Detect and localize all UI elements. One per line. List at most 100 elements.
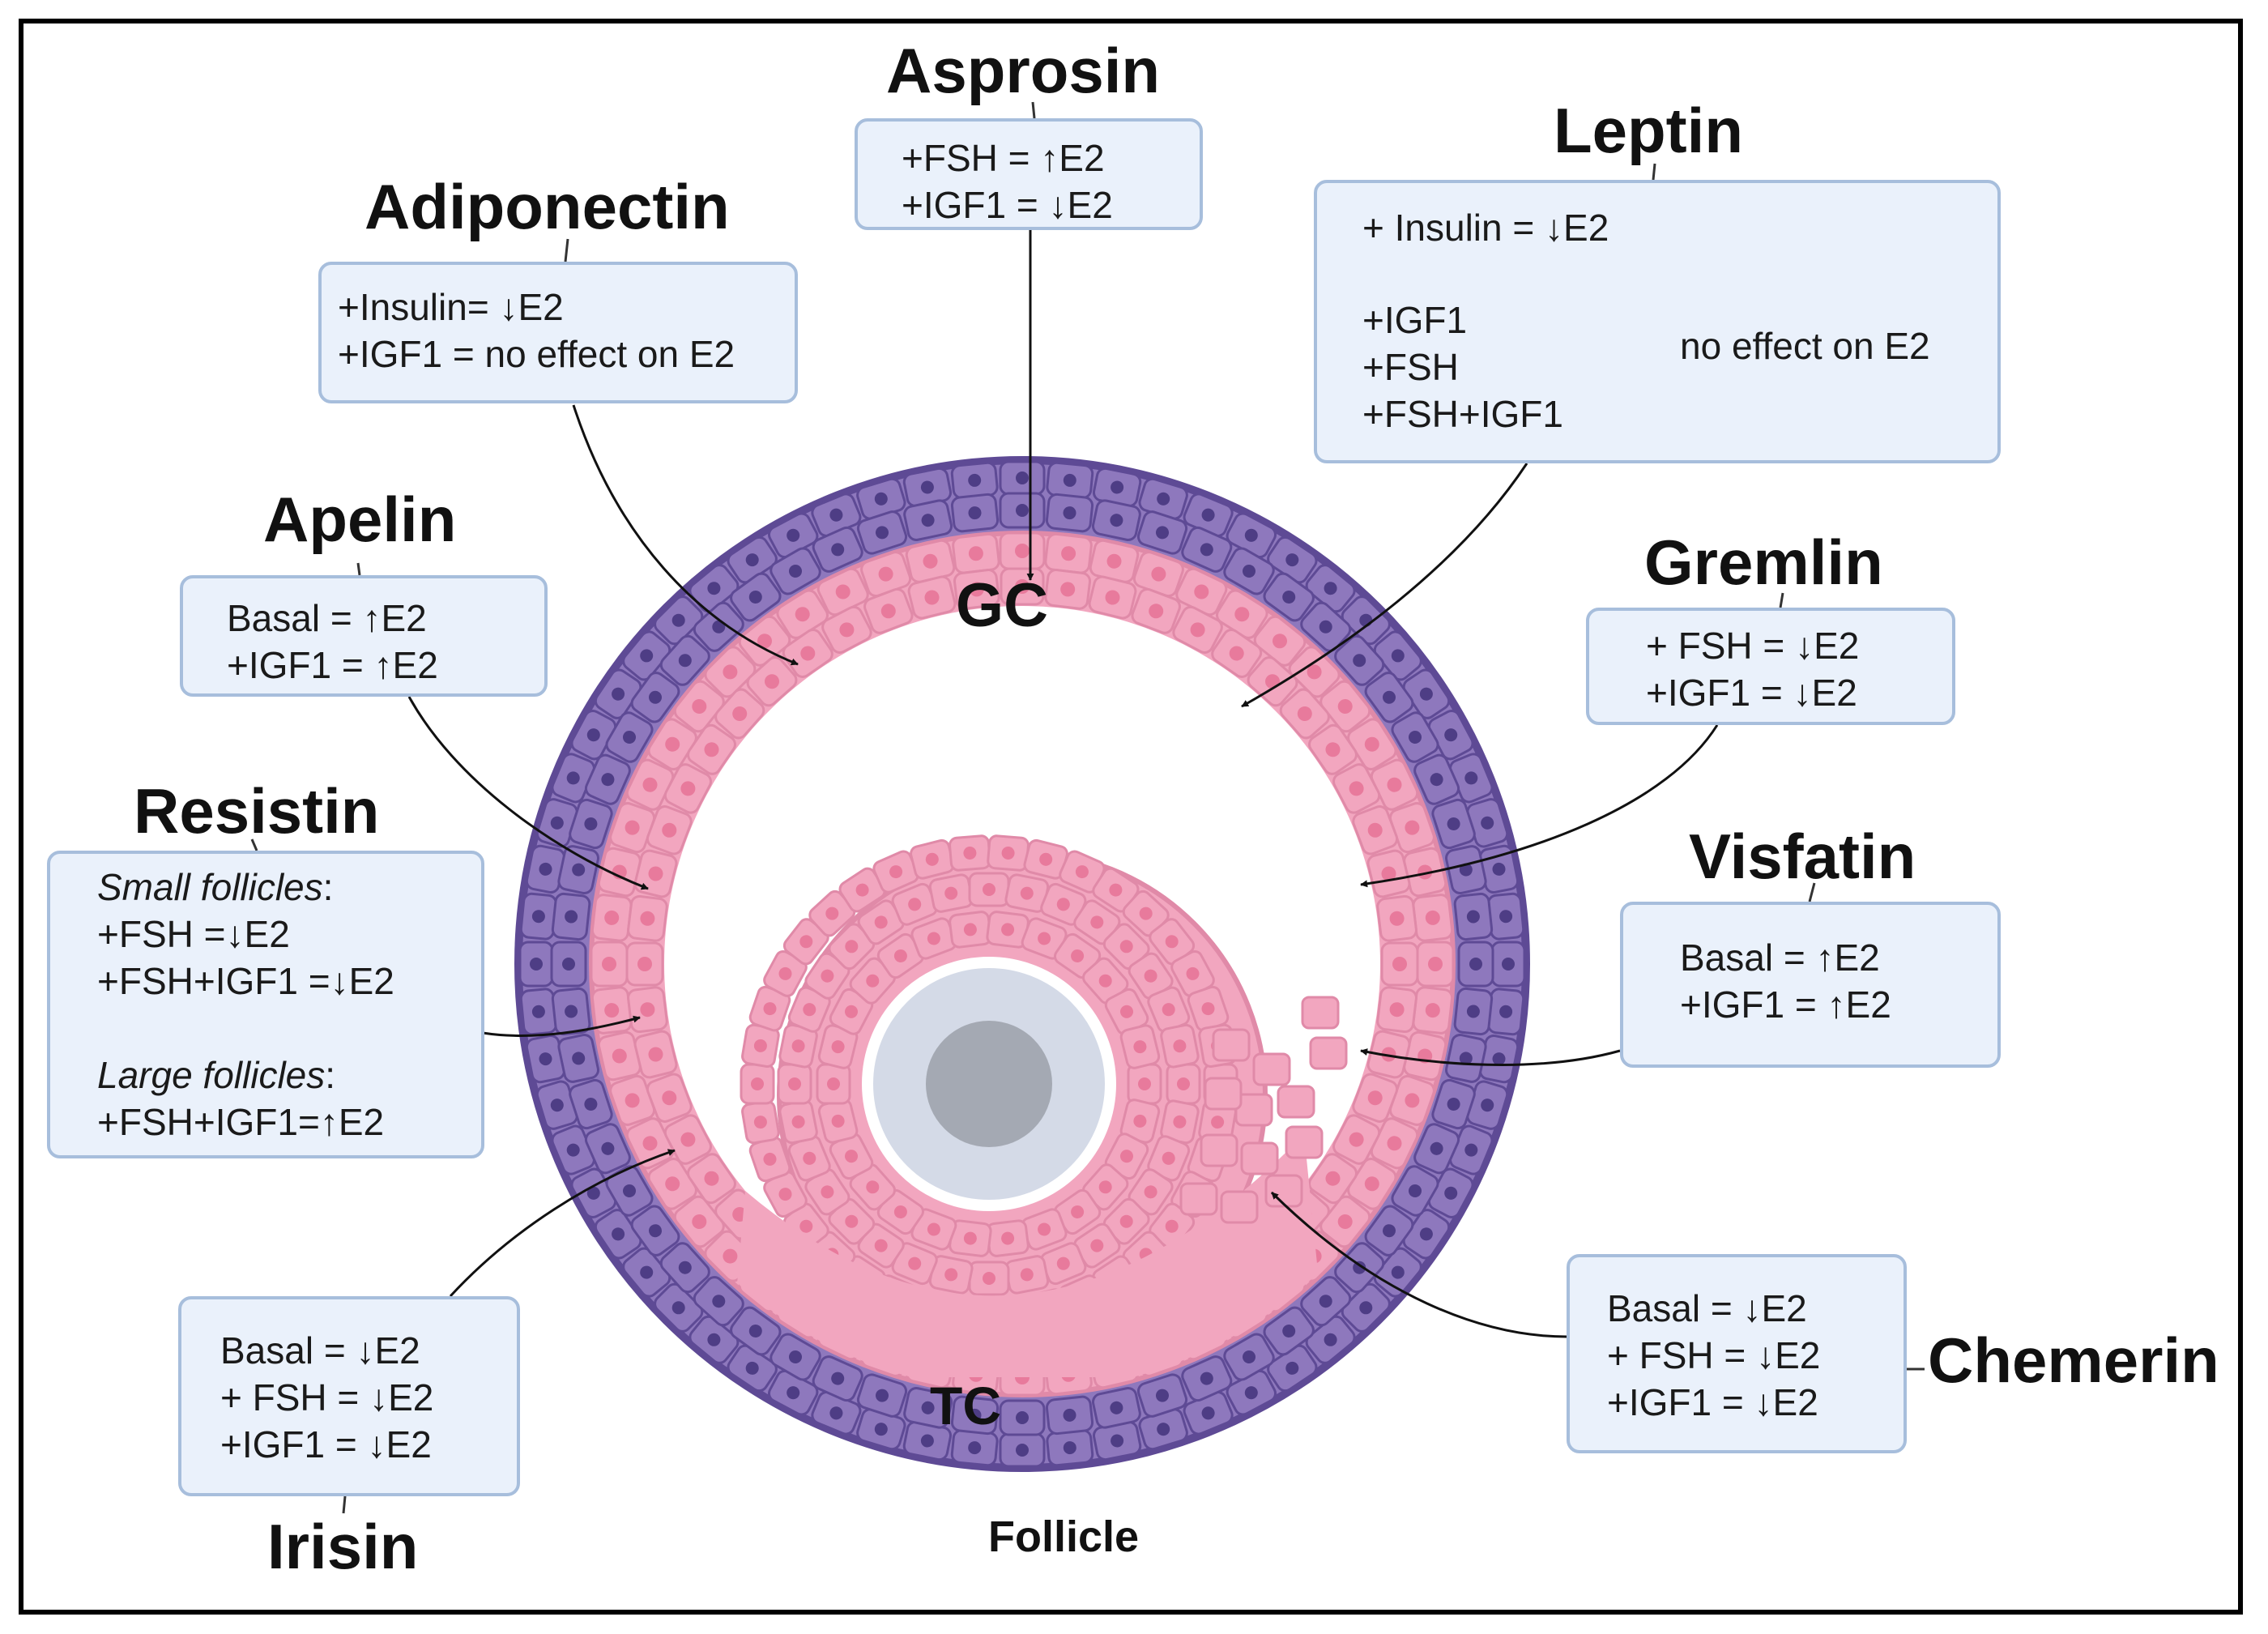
chemerin-box: Basal = ↓E2 + FSH = ↓E2 +IGF1 = ↓E2 bbox=[1567, 1254, 1907, 1453]
cumulus-cell-nucleus bbox=[1186, 966, 1200, 980]
theca-cell bbox=[557, 1033, 599, 1083]
adiponectin-line-2: +IGF1 = no effect on E2 bbox=[338, 333, 735, 375]
theca-cell-nucleus bbox=[1285, 1361, 1299, 1375]
cumulus-cell-nucleus bbox=[1020, 886, 1034, 900]
granulosa-cell bbox=[1088, 575, 1137, 620]
theca-cell-nucleus bbox=[1110, 514, 1123, 527]
cumulus-cell-nucleus bbox=[1139, 907, 1153, 920]
cumulus-cell bbox=[778, 1099, 818, 1145]
cumulus-cell bbox=[1128, 952, 1174, 1000]
theca-cell bbox=[1445, 1033, 1487, 1083]
cumulus-cell-nucleus bbox=[763, 1152, 777, 1166]
granulosa-cell bbox=[1412, 986, 1454, 1035]
cumulus-cell bbox=[1040, 1242, 1087, 1286]
granulosa-cell-nucleus bbox=[1367, 1090, 1383, 1106]
granulosa-cell bbox=[999, 531, 1046, 570]
granulosa-cell bbox=[647, 1158, 697, 1210]
cumulus-cell bbox=[778, 1023, 818, 1069]
cumulus-cell bbox=[1127, 1063, 1162, 1105]
theca-cell bbox=[1138, 477, 1188, 520]
theca-cell-nucleus bbox=[531, 910, 545, 924]
cumulus-cell bbox=[816, 1063, 851, 1105]
theca-cell-nucleus bbox=[1359, 1301, 1373, 1315]
granulosa-cell bbox=[1211, 629, 1263, 678]
cumulus-cell-nucleus bbox=[1120, 1005, 1133, 1018]
theca-cell-nucleus bbox=[539, 862, 552, 876]
theca-cell bbox=[654, 595, 704, 646]
theca-cell-nucleus bbox=[1469, 958, 1482, 971]
granulosa-cell-nucleus bbox=[1297, 706, 1312, 721]
cumulus-cell-nucleus bbox=[983, 1272, 995, 1285]
cumulus-cell-nucleus bbox=[1039, 852, 1053, 866]
granulosa-cell-nucleus bbox=[1061, 546, 1076, 561]
theca-cell bbox=[1413, 753, 1460, 805]
theca-cell-nucleus bbox=[601, 773, 615, 787]
cumulus-cell-nucleus bbox=[1165, 935, 1179, 949]
cumulus-cell bbox=[740, 1063, 775, 1105]
theca-cell-nucleus bbox=[562, 958, 575, 971]
granulosa-cell-nucleus bbox=[640, 1002, 655, 1018]
theca-cell bbox=[950, 1428, 999, 1467]
theca-cell-nucleus bbox=[876, 526, 889, 540]
cumulus-cell-nucleus bbox=[1133, 1040, 1147, 1054]
theca-cell-nucleus bbox=[1016, 1444, 1029, 1457]
granulosa-cell bbox=[1347, 1158, 1397, 1210]
theca-cell bbox=[812, 1355, 863, 1402]
theca-cell-nucleus bbox=[1464, 771, 1478, 785]
theca-cell-nucleus bbox=[1391, 649, 1405, 663]
cumulus-cell bbox=[804, 952, 850, 1000]
cumulus-cell bbox=[968, 1261, 1010, 1296]
theca-cell bbox=[622, 1247, 671, 1298]
cumulus-cell-nucleus bbox=[925, 852, 939, 866]
theca-cell-nucleus bbox=[968, 1441, 982, 1455]
cumulus-cell-nucleus bbox=[893, 1205, 907, 1218]
theca-cell bbox=[518, 941, 554, 988]
granulosa-cell-nucleus bbox=[969, 582, 984, 597]
apelin-line-2: +IGF1 = ↑E2 bbox=[227, 644, 438, 686]
granulosa-cell bbox=[590, 941, 629, 988]
theca-cell-nucleus bbox=[1459, 1052, 1473, 1065]
theca-cell bbox=[1305, 1315, 1356, 1364]
theca-cell bbox=[903, 499, 953, 541]
theca-cell bbox=[1364, 672, 1414, 723]
granulosa-cell-nucleus bbox=[692, 1214, 707, 1229]
theca-cell-nucleus bbox=[1409, 731, 1422, 744]
granulosa-cell bbox=[687, 723, 736, 775]
granulosa-cell-nucleus bbox=[765, 674, 779, 689]
granulosa-cell bbox=[673, 680, 725, 733]
cumulus-cell bbox=[763, 1171, 808, 1218]
cumulus-cell-nucleus bbox=[1071, 949, 1085, 962]
theca-cell bbox=[569, 798, 613, 850]
theca-cell-nucleus bbox=[1063, 1408, 1076, 1422]
cumulus-loose-cell bbox=[1285, 1125, 1324, 1159]
cumulus-cell-nucleus bbox=[1119, 940, 1133, 954]
cumulus-cell-nucleus bbox=[963, 923, 977, 936]
cumulus-cell-nucleus bbox=[791, 1115, 805, 1128]
granulosa-cell-nucleus bbox=[662, 822, 677, 838]
irisin-line-3: +IGF1 = ↓E2 bbox=[220, 1423, 432, 1465]
arrow-apelin bbox=[407, 696, 649, 890]
cumulus-loose-cell bbox=[1252, 1052, 1291, 1086]
cumulus-cell-nucleus bbox=[1138, 1077, 1151, 1090]
theca-cell bbox=[1457, 941, 1494, 988]
resistin-small-heading-text: Small follicles bbox=[97, 866, 323, 908]
asprosin-title: Asprosin bbox=[886, 35, 1161, 106]
theca-cell bbox=[584, 1123, 631, 1175]
theca-cell bbox=[551, 987, 591, 1036]
granulosa-cell-nucleus bbox=[1418, 864, 1433, 880]
theca-cell-nucleus bbox=[1430, 1141, 1443, 1155]
cumulus-cell bbox=[1023, 838, 1068, 880]
tick-apelin bbox=[356, 562, 361, 576]
cumulus-cell bbox=[1160, 1023, 1200, 1069]
cumulus-cell bbox=[968, 872, 1010, 907]
resistin-small-line-1: +FSH =↓E2 bbox=[97, 913, 290, 955]
cumulus-loose-cell bbox=[1277, 1085, 1315, 1119]
granulosa-cell bbox=[625, 941, 664, 987]
granulosa-cell-nucleus bbox=[1349, 781, 1364, 796]
cumulus-cell-nucleus bbox=[821, 1185, 834, 1199]
theca-cell bbox=[730, 572, 782, 622]
cumulus-loose-cell bbox=[1309, 1036, 1348, 1070]
granulosa-cell-nucleus bbox=[1425, 1003, 1440, 1018]
